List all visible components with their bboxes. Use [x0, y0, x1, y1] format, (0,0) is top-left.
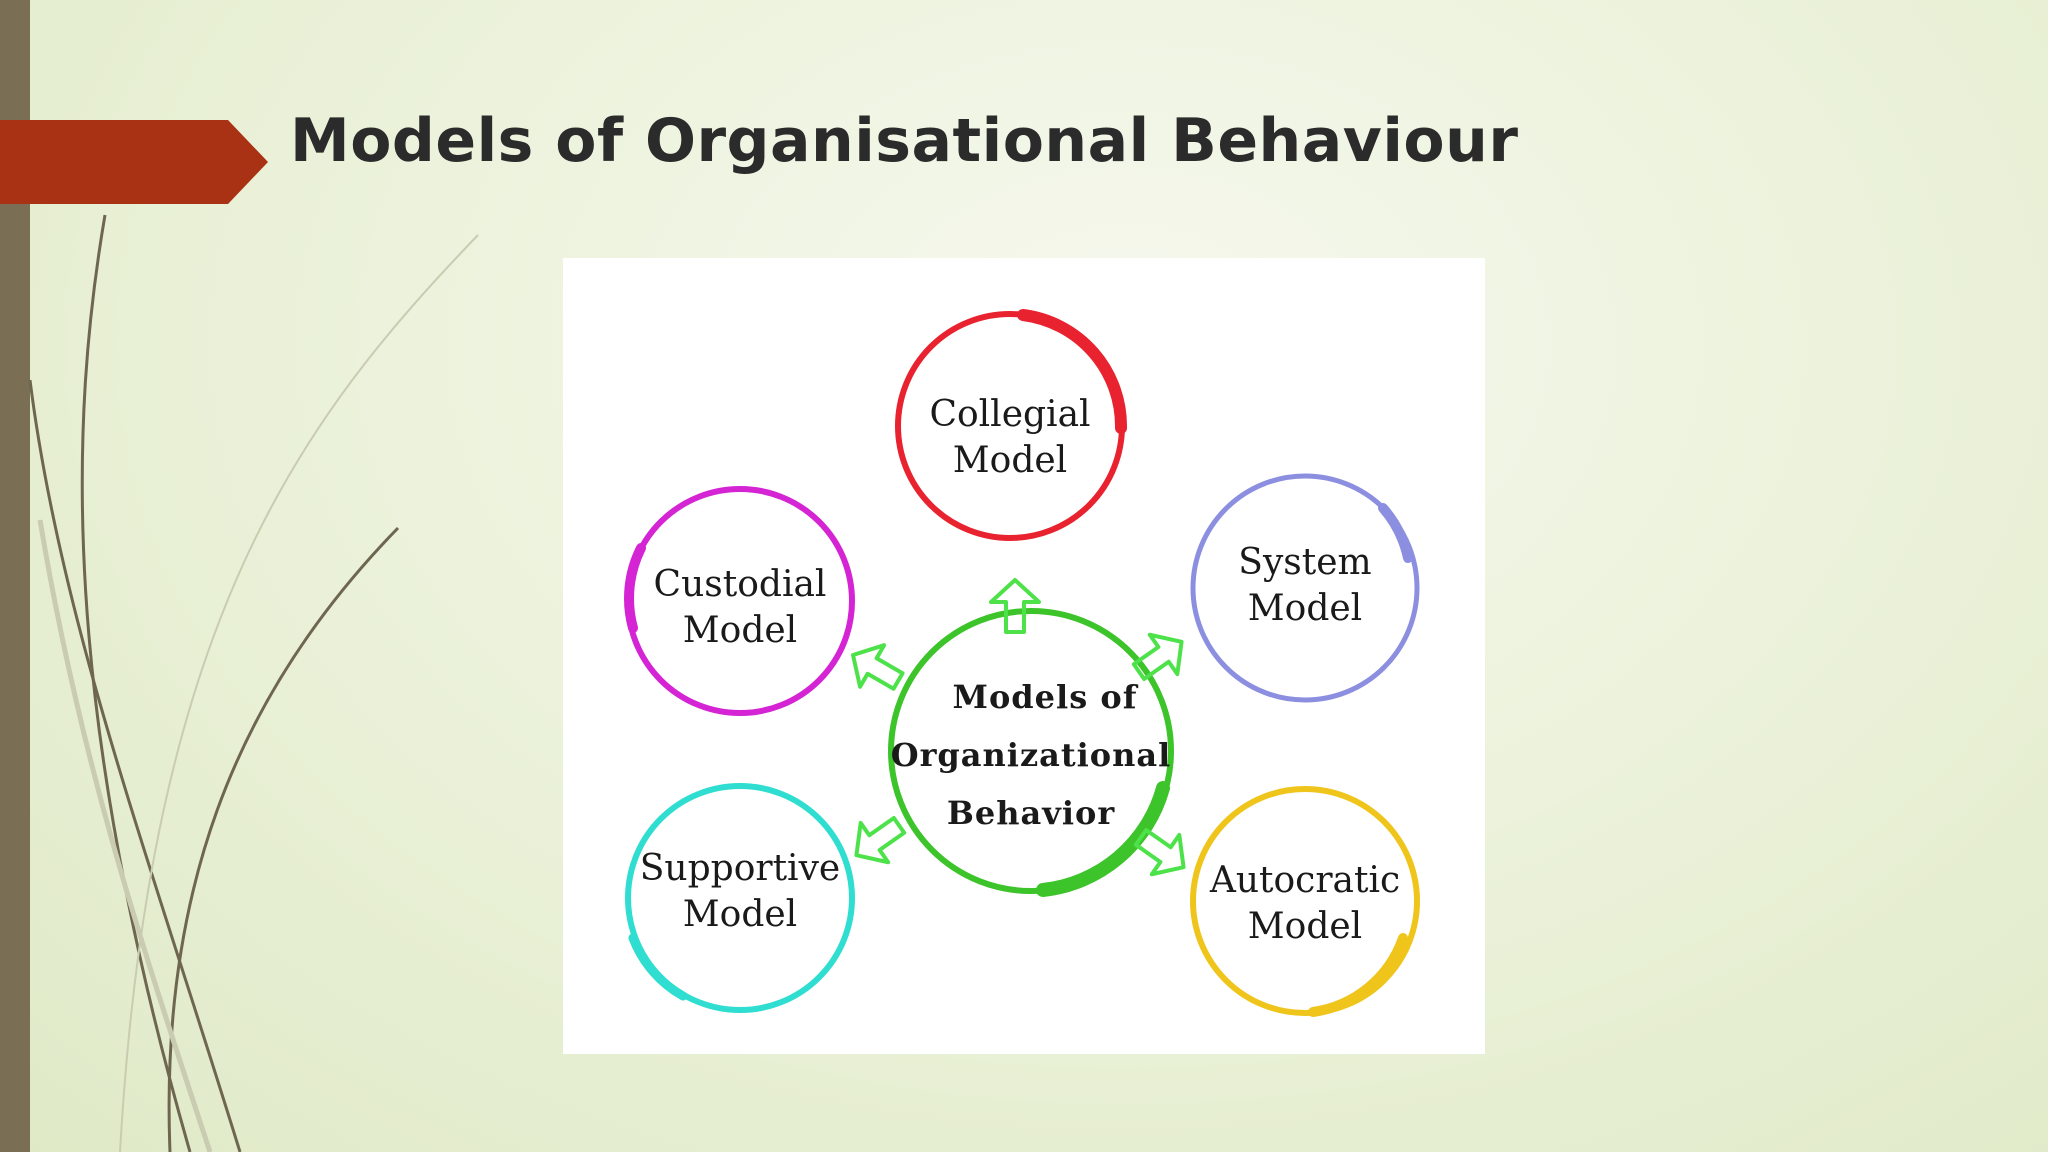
arrow-icon-upper-left	[851, 643, 905, 691]
decorative-stems	[28, 214, 479, 1152]
custodial-line1: Custodial	[654, 564, 827, 605]
collegial-line2: Model	[953, 440, 1067, 481]
arrow-icon-upper-right	[1131, 632, 1184, 681]
arrow-icon-lower-right	[1133, 828, 1186, 877]
center-line1: Models of	[953, 678, 1139, 716]
node-system: System Model	[1190, 473, 1420, 703]
arrow-icon-lower-left	[854, 816, 907, 865]
system-line2: Model	[1248, 588, 1362, 629]
autocratic-line1: Autocratic	[1209, 860, 1400, 901]
title-banner-arrow	[0, 120, 268, 204]
supportive-line2: Model	[683, 894, 797, 935]
node-collegial: Collegial Model	[895, 309, 1128, 541]
supportive-line1: Supportive	[640, 848, 840, 889]
autocratic-line2: Model	[1248, 906, 1362, 947]
collegial-line1: Collegial	[929, 394, 1090, 435]
node-center: Models of Organizational Behavior	[888, 608, 1174, 897]
system-line1: System	[1238, 542, 1371, 583]
diagram-image: Collegial Model System Model Autocratic …	[563, 258, 1485, 1054]
arrow-icon-up	[989, 578, 1041, 634]
slide-title: Models of Organisational Behaviour	[290, 106, 1519, 176]
node-autocratic: Autocratic Model	[1190, 786, 1420, 1017]
node-supportive: Supportive Model	[625, 783, 855, 1013]
center-line3: Behavior	[947, 794, 1116, 832]
center-line2: Organizational	[891, 736, 1172, 774]
custodial-line2: Model	[683, 610, 797, 651]
node-custodial: Custodial Model	[624, 486, 855, 716]
